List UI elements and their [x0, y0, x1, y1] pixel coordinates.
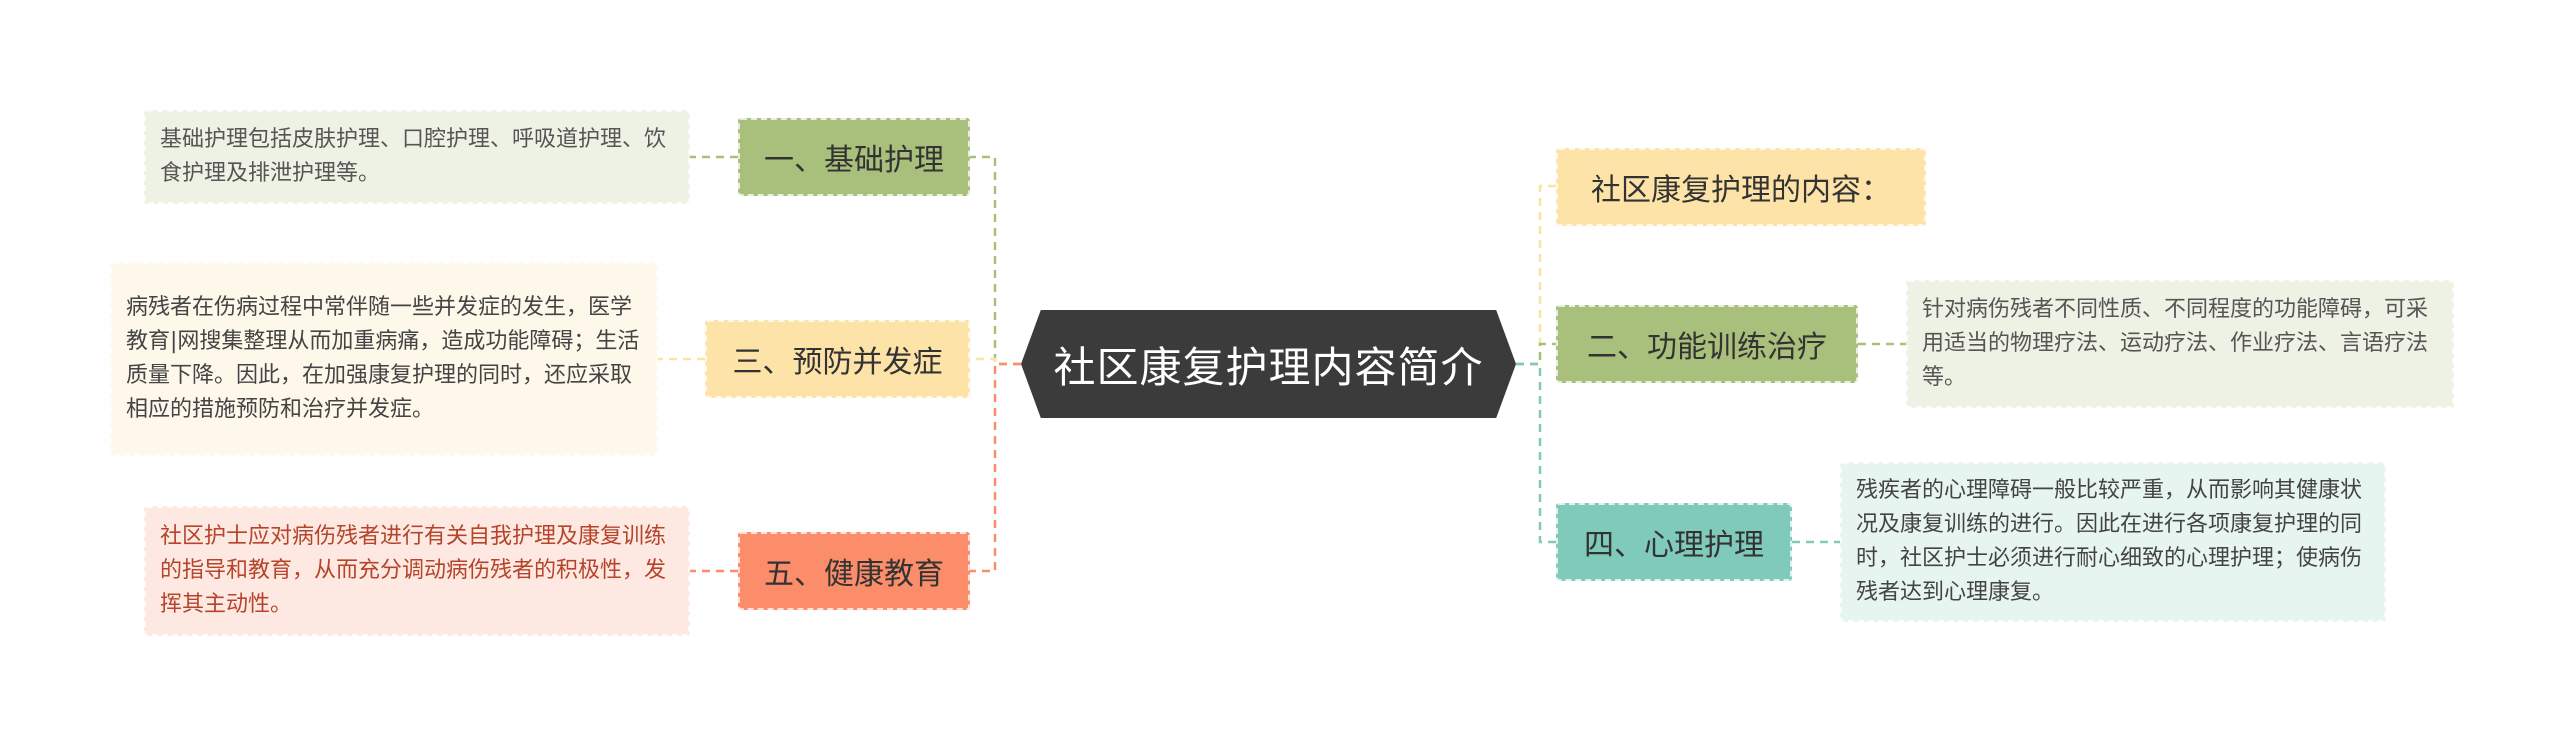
connector-psychological-care: [1516, 362, 1556, 544]
connector-prevention: [970, 357, 1021, 366]
leaf-basic-care-detail[interactable]: 基础护理包括皮肤护理、口腔护理、呼吸道护理、饮食护理及排泄护理等。: [144, 110, 690, 204]
leaf-psychological-care-text: 残疾者的心理障碍一般比较严重，从而影响其健康状况及康复训练的进行。因此在进行各项…: [1856, 478, 2363, 605]
node-content-heading[interactable]: 社区康复护理的内容：: [1556, 148, 1926, 226]
leaf-psychological-care-detail[interactable]: 残疾者的心理障碍一般比较严重，从而影响其健康状况及康复训练的进行。因此在进行各项…: [1840, 462, 2386, 622]
connector-content-heading: [1516, 184, 1556, 366]
node-functional-training-label: 二、功能训练治疗: [1587, 330, 1827, 365]
central-topic[interactable]: 社区康复护理内容简介: [1021, 310, 1516, 418]
node-functional-training[interactable]: 二、功能训练治疗: [1556, 305, 1858, 383]
node-psychological-care[interactable]: 四、心理护理: [1556, 503, 1792, 581]
leaf-functional-training-text: 针对病伤残者不同性质、不同程度的功能障碍，可采用适当的物理疗法、运动疗法、作业疗…: [1922, 297, 2429, 390]
node-prevention[interactable]: 三、预防并发症: [705, 320, 970, 398]
leaf-prevention-text: 病残者在伤病过程中常伴随一些并发症的发生，医学教育|网搜集整理从而加重病痛，造成…: [126, 295, 640, 422]
leaf-functional-training-detail[interactable]: 针对病伤残者不同性质、不同程度的功能障碍，可采用适当的物理疗法、运动疗法、作业疗…: [1906, 280, 2454, 408]
node-content-heading-label: 社区康复护理的内容：: [1591, 173, 1891, 208]
leaf-health-education-text: 社区护士应对病伤残者进行有关自我护理及康复训练的指导和教育，从而充分调动病伤残者…: [160, 524, 667, 617]
leaf-prevention-detail[interactable]: 病残者在伤病过程中常伴随一些并发症的发生，医学教育|网搜集整理从而加重病痛，造成…: [110, 262, 658, 456]
central-topic-title: 社区康复护理内容简介: [1053, 342, 1484, 392]
node-psychological-care-label: 四、心理护理: [1584, 528, 1764, 563]
connector-basic-care: [970, 155, 1021, 366]
node-health-education[interactable]: 五、健康教育: [738, 532, 970, 610]
leaf-basic-care-text: 基础护理包括皮肤护理、口腔护理、呼吸道护理、饮食护理及排泄护理等。: [160, 127, 667, 186]
node-basic-care-label: 一、基础护理: [764, 143, 944, 178]
connector-functional-training: [1516, 342, 1556, 366]
connector-health-education: [970, 362, 1021, 573]
leaf-health-education-detail[interactable]: 社区护士应对病伤残者进行有关自我护理及康复训练的指导和教育，从而充分调动病伤残者…: [144, 506, 690, 636]
node-prevention-label: 三、预防并发症: [732, 345, 943, 380]
node-health-education-label: 五、健康教育: [764, 557, 944, 592]
node-basic-care[interactable]: 一、基础护理: [738, 118, 970, 196]
